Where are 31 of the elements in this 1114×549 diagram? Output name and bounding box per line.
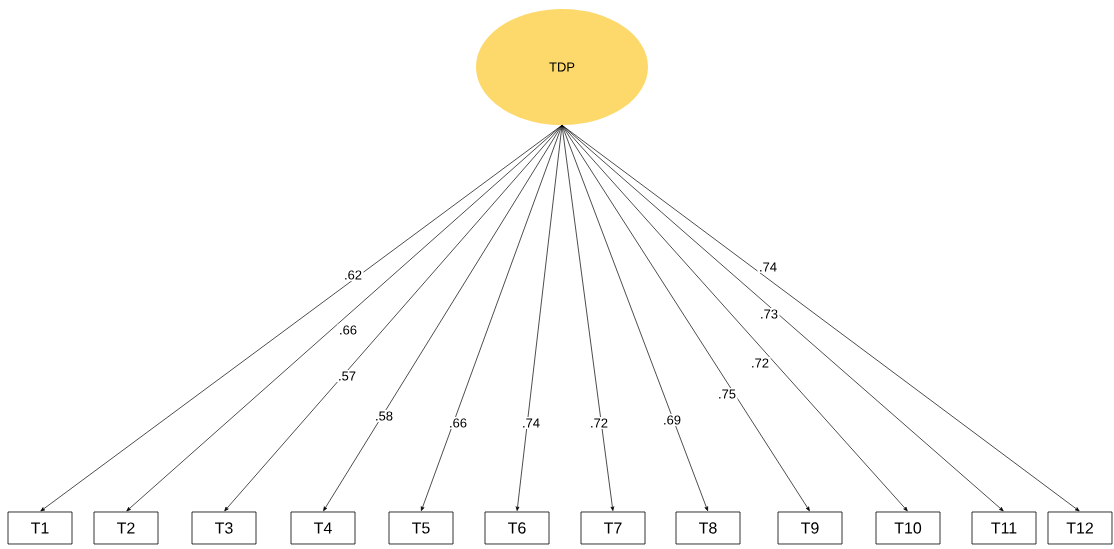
- indicator-box: T10: [875, 511, 941, 545]
- indicator-box: T9: [777, 511, 843, 545]
- edge-label: .66: [447, 416, 469, 430]
- indicator-box: T3: [191, 511, 257, 545]
- arrow: [561, 124, 908, 512]
- arrow: [323, 124, 563, 512]
- edge-label: .58: [373, 409, 395, 423]
- edge-label: .73: [758, 307, 780, 321]
- edge-label: .72: [588, 416, 610, 429]
- arrow: [515, 124, 563, 511]
- edge-label: .75: [716, 387, 738, 400]
- arrow: [40, 124, 563, 512]
- indicator-box: T8: [675, 511, 741, 545]
- arrow: [420, 124, 563, 511]
- indicator-box: T4: [290, 511, 356, 545]
- indicator-box: T2: [93, 511, 159, 545]
- edge-label: .62: [342, 268, 364, 282]
- indicator-box: T6: [484, 511, 550, 545]
- arrow: [561, 124, 708, 511]
- indicator-box: T7: [580, 511, 646, 545]
- edge-label: .72: [749, 356, 771, 369]
- indicator-box: T11: [971, 511, 1037, 545]
- edge-label: .74: [520, 417, 542, 429]
- edge-label: .69: [661, 413, 683, 427]
- indicator-box: T5: [388, 511, 454, 545]
- arrow: [224, 124, 563, 512]
- indicator-box: T1: [7, 511, 73, 545]
- edge-label: .66: [337, 323, 359, 337]
- edge-label: .57: [336, 369, 358, 382]
- edge-label: .74: [757, 261, 779, 273]
- indicator-box: T12: [1047, 511, 1113, 545]
